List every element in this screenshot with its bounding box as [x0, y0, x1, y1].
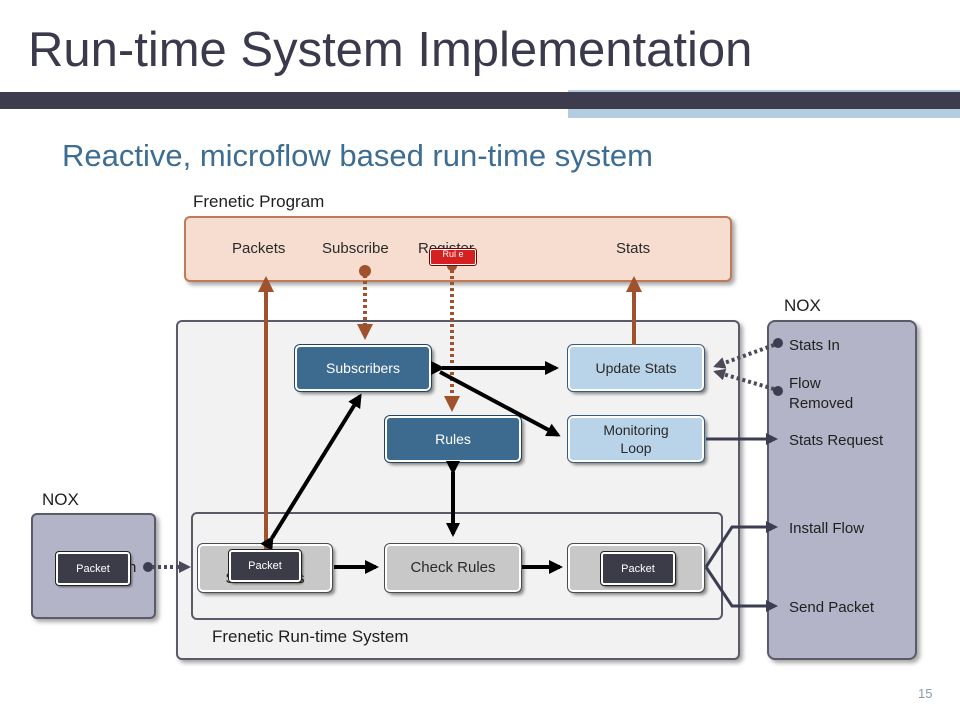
rules-node: Rules [384, 415, 522, 463]
packet-token-checksub: Packet [228, 549, 302, 583]
flow-removed-arrow [713, 368, 775, 391]
frenetic-program-label: Frenetic Program [193, 192, 325, 211]
nox-right-label: NOX [784, 296, 821, 315]
nox-left-label: NOX [42, 490, 79, 509]
subscribers-node: Subscribers [294, 344, 432, 392]
install-flow-arrow [704, 521, 778, 568]
program-item-packets: Packets [232, 240, 286, 257]
page-number: 15 [918, 686, 933, 701]
send-packet-arrow [704, 566, 778, 612]
packet-token-nox: Packet [55, 551, 131, 586]
program-item-subscribe: Subscribe [322, 240, 389, 257]
runtime-system-label: Frenetic Run-time System [212, 627, 409, 646]
program-item-stats: Stats [616, 240, 651, 257]
rule-token: Rul e [429, 248, 477, 266]
nox-left-dot [143, 562, 153, 572]
nox-left-box [31, 513, 156, 619]
update-stats-node: Update Stats [567, 344, 705, 392]
nox-item-send-packet: Send Packet [789, 599, 875, 616]
packet-token-actions: Packet [600, 551, 676, 586]
stats-in-dot [773, 338, 783, 348]
flow-removed-dot [773, 386, 783, 396]
subscribers-monitoring-arrow [439, 370, 561, 437]
header-accent-bar-dark [0, 92, 960, 109]
stats-in-arrow [713, 343, 775, 369]
check-rules-node: Check Rules [384, 543, 522, 593]
checksub-subscribers-arrow [260, 393, 362, 552]
nox-right-box [767, 320, 917, 660]
subscribe-dot [359, 265, 371, 277]
nox-left-item-tail: n [128, 559, 137, 576]
slide-subtitle: Reactive, microflow based run-time syste… [62, 138, 653, 173]
nox-item-stats-in: Stats In [789, 337, 840, 354]
nox-item-install-flow: Install Flow [789, 520, 865, 537]
monitoring-loop-node: Monitoring Loop [567, 415, 705, 463]
nox-item-stats-request: Stats Request [789, 432, 884, 449]
nox-item-flow-removed: Flow Removed [789, 375, 854, 412]
slide-title: Run-time System Implementation [28, 23, 753, 77]
